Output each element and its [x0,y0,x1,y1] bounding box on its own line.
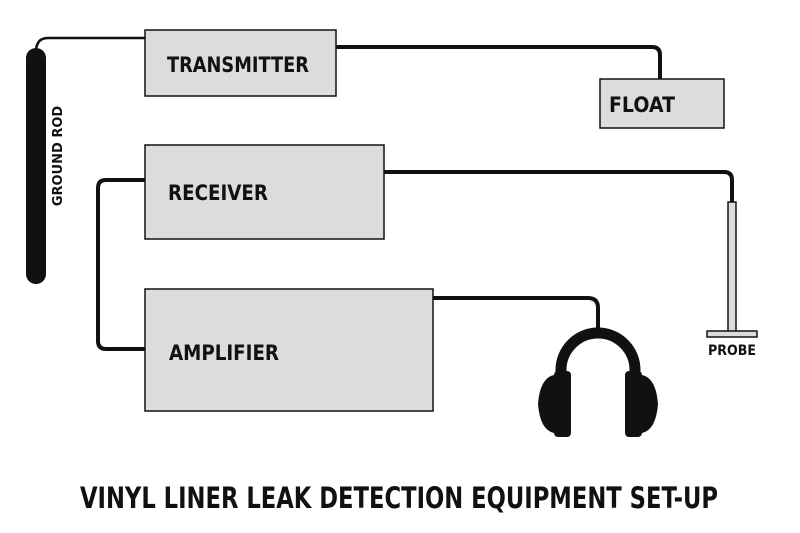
headphones-left-pad [554,371,571,437]
headphones-right-pad [625,371,642,437]
transmitter-label: TRANSMITTER [167,53,309,77]
float-wire [334,45,662,81]
headphones-icon [538,327,658,437]
wires [34,36,734,351]
amplifier-label: AMPLIFIER [169,341,279,365]
ground-rod [26,48,46,284]
receiver-box [144,144,385,240]
float-box [599,78,725,129]
diagram-title: VINYL LINER LEAK DETECTION EQUIPMENT SET… [80,481,718,515]
receiver-amplifier-wire [96,178,148,351]
probe-shaft [727,201,737,333]
probe-label: PROBE [708,343,756,359]
ground-rod-wire [34,36,148,54]
headphones-right-cup [642,375,658,433]
probe-wire [382,170,734,206]
transmitter-box [144,29,337,97]
headphones-band [555,327,641,421]
ground-rod-label: GROUND ROD [51,106,66,207]
headphone-wire [430,296,600,332]
float-label: FLOAT [609,93,676,117]
receiver-label: RECEIVER [168,181,268,205]
headphones-left-cup [538,375,554,433]
probe [706,201,758,338]
probe-tip [706,330,758,338]
amplifier-box [144,288,434,412]
